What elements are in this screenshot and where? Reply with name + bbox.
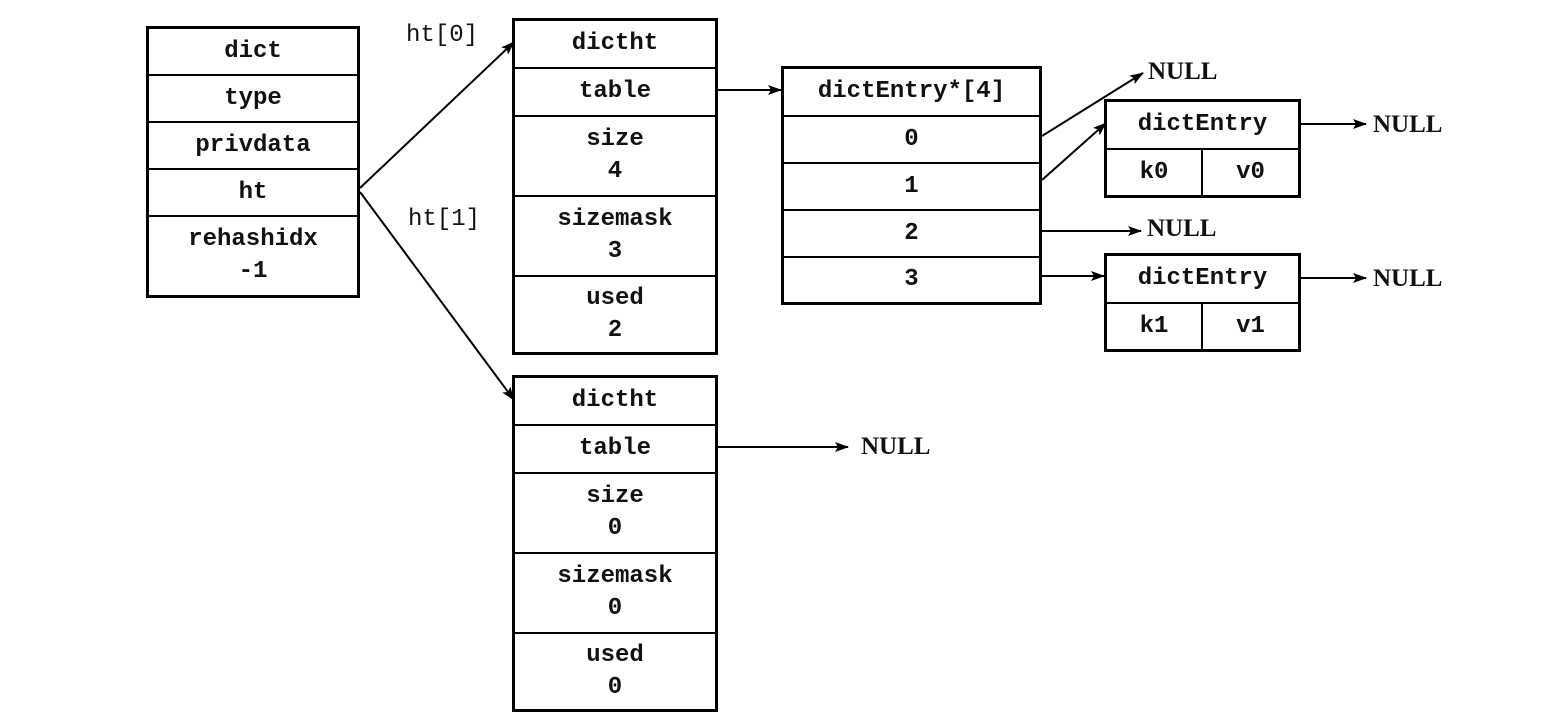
null-entry-1-next: NULL xyxy=(1373,265,1443,292)
dict-entry-0-key: k0 xyxy=(1107,150,1203,195)
arrow-bucket0-to-null xyxy=(1041,72,1144,137)
ht0-label: ht[0] xyxy=(406,22,479,49)
null-ht1-table: NULL xyxy=(861,433,931,460)
arrow-ht-to-ht0 xyxy=(359,41,515,189)
dict-entry-1-kv-row: k1 v1 xyxy=(1107,304,1298,349)
ht1-title: dictht xyxy=(515,378,715,426)
ht0-field-table: table xyxy=(515,69,715,117)
ht1-label: ht[1] xyxy=(408,206,481,233)
dict-entry-0: dictEntry k0 v0 xyxy=(1104,99,1301,198)
bucket-2: 2 xyxy=(784,211,1039,258)
null-entry-0-next: NULL xyxy=(1373,111,1443,138)
dict-field-type: type xyxy=(149,76,357,123)
dict-struct: dict type privdata ht rehashidx -1 xyxy=(146,26,360,298)
bucket-3: 3 xyxy=(904,266,919,293)
dict-title: dict xyxy=(149,29,357,76)
bucket-array-title: dictEntry*[4] xyxy=(784,69,1039,117)
bucket-1: 1 xyxy=(784,164,1039,211)
arrow-ht-to-ht1 xyxy=(359,191,515,401)
dict-entry-0-title: dictEntry xyxy=(1107,102,1298,150)
dict-entry-1: dictEntry k1 v1 xyxy=(1104,253,1301,352)
bucket-array: dictEntry*[4] 0 1 2 3 xyxy=(781,66,1042,305)
dict-field-privdata: privdata xyxy=(149,123,357,170)
dict-entry-1-value: v1 xyxy=(1236,313,1265,340)
bucket-0: 0 xyxy=(784,117,1039,164)
dict-field-ht: ht xyxy=(149,170,357,217)
dict-entry-1-title: dictEntry xyxy=(1107,256,1298,304)
null-bucket-2: NULL xyxy=(1147,215,1217,242)
dict-field-rehashidx: rehashidx -1 xyxy=(188,226,318,285)
ht0-title: dictht xyxy=(515,21,715,69)
dict-entry-0-value: v0 xyxy=(1236,159,1265,186)
arrow-bucket1-to-entry0 xyxy=(1041,122,1107,181)
ht1-field-table: table xyxy=(515,426,715,474)
dict-entry-1-key: k1 xyxy=(1107,304,1203,349)
null-bucket-0: NULL xyxy=(1148,58,1218,85)
dict-entry-0-kv-row: k0 v0 xyxy=(1107,150,1298,195)
